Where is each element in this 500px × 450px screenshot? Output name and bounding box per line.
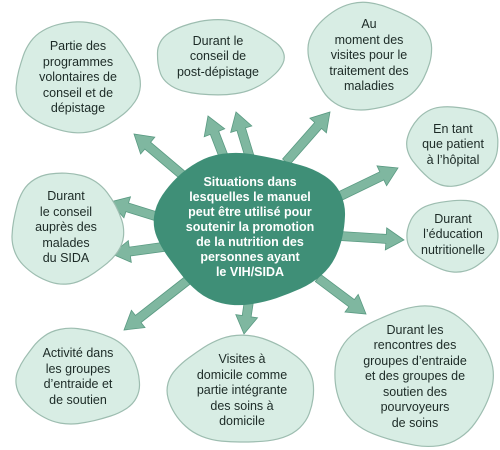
situation-aids-patients: Durant le conseil auprès des malades du … <box>35 189 97 266</box>
blob-treatment-visits <box>307 1 433 111</box>
center-blob <box>153 152 346 306</box>
arrows-layer <box>109 111 405 335</box>
blob-caregiver-meetings <box>334 305 494 448</box>
blob-post-test <box>156 18 285 96</box>
arrow-to-nutrition-education <box>339 227 405 251</box>
arrow-to-treatment-visits-a <box>230 111 255 160</box>
arrow-to-treatment-visits-b <box>282 111 331 166</box>
blob-counseling-programs <box>15 21 141 134</box>
arrow-to-aids-patients-b <box>111 239 172 264</box>
situation-home-visits: Visites à domicile comme partie intégran… <box>196 352 288 429</box>
center-label: Situations dans lesquelles le manuel peu… <box>185 174 315 279</box>
situation-caregiver-meetings: Durant les rencontres des groupes d’entr… <box>363 322 467 430</box>
arrow-to-counseling-programs <box>133 133 190 182</box>
arrow-to-caregiver-meetings <box>314 273 367 315</box>
blobs-layer <box>11 1 499 448</box>
arrow-to-support-groups <box>123 275 192 331</box>
blob-aids-patients <box>11 172 125 285</box>
situation-treatment-visits: Au moment des visites pour le traitement… <box>329 17 409 94</box>
blob-home-visits <box>166 334 315 443</box>
situation-nutrition-education: Durant l’éducation nutritionelle <box>421 211 485 257</box>
blob-nutrition-education <box>406 199 499 273</box>
situation-counseling-programs: Partie des programmes volontaires de con… <box>39 39 117 116</box>
situation-support-groups: Activité dans les groupes d’entraide et … <box>42 346 114 407</box>
blob-hospital <box>406 106 499 187</box>
situation-post-test: Durant le conseil de post-dépistage <box>176 33 259 79</box>
blob-support-groups <box>15 327 141 425</box>
situation-hospital: En tant que patient à l’hôpital <box>422 121 484 167</box>
arrow-to-hospital <box>333 165 399 203</box>
